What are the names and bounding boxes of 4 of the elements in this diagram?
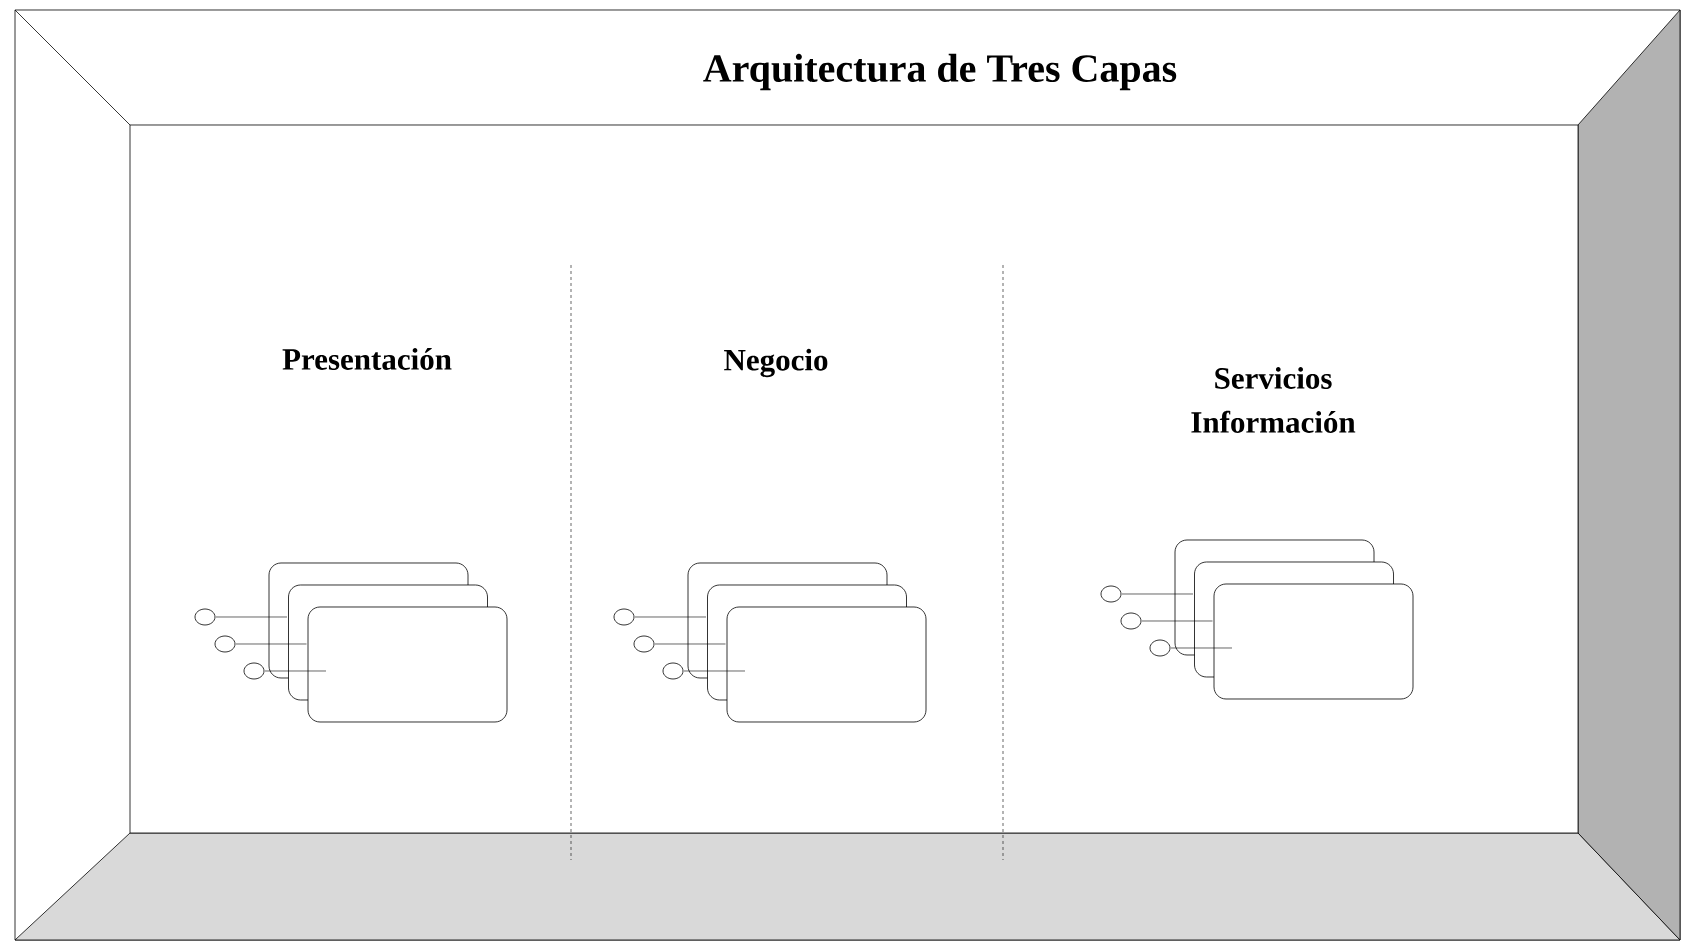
title: Arquitectura de Tres Capas [703, 53, 1177, 91]
column-heading: Negocio [724, 348, 828, 378]
column-heading: Servicios Información [1191, 367, 1356, 433]
column-heading: Presentación [282, 348, 452, 370]
